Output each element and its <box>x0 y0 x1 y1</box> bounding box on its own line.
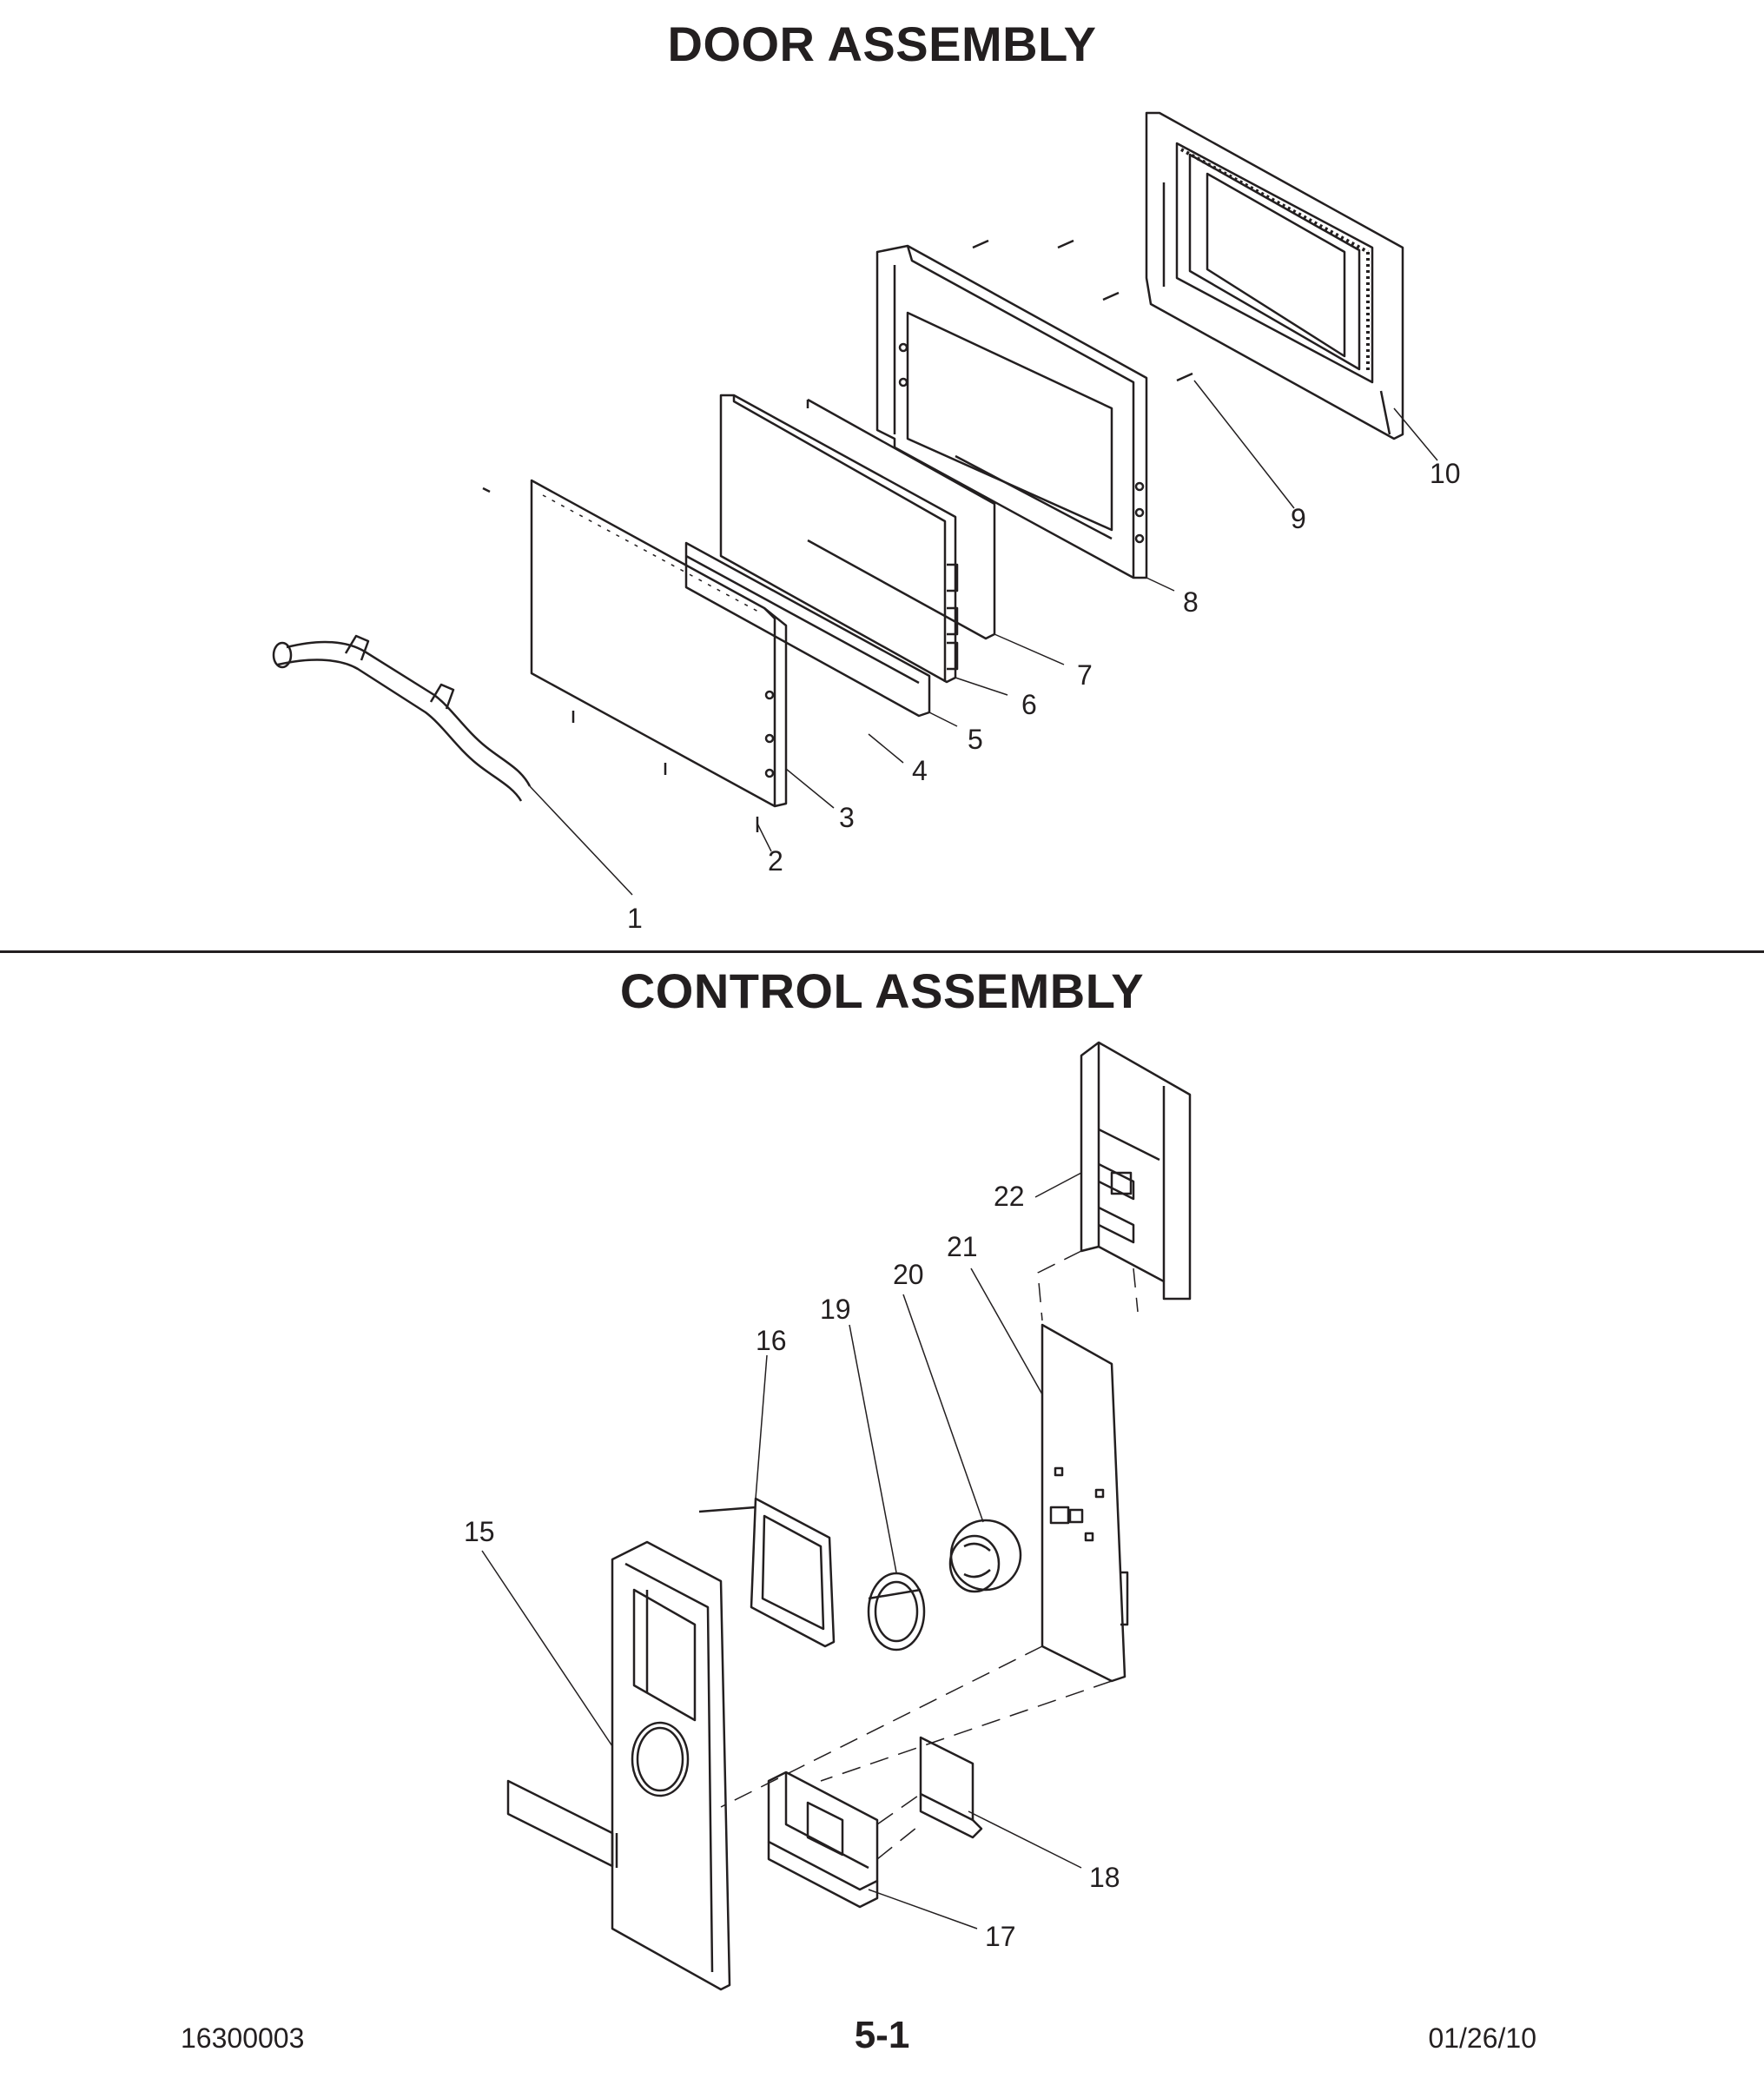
door-callouts: 1 2 3 4 5 6 7 8 9 10 <box>627 458 1461 934</box>
control-part-panel-frame <box>506 1540 731 1991</box>
door-leader-lines <box>529 380 1438 896</box>
footer-part-number: 16300003 <box>181 2022 305 2054</box>
callout-4: 4 <box>912 755 928 786</box>
control-part-knob-ring <box>867 1572 926 1651</box>
control-part-small-board <box>919 1736 983 1839</box>
door-part-screws <box>482 486 759 832</box>
door-part-seal-strip <box>684 541 931 718</box>
door-part-outer-panel <box>530 479 788 808</box>
callout-17: 17 <box>985 1921 1016 1952</box>
callout-3: 3 <box>839 802 855 833</box>
door-part-window-glass <box>806 398 996 640</box>
control-part-knob <box>948 1519 1022 1593</box>
door-part-handle <box>272 634 532 802</box>
callout-2: 2 <box>768 845 783 877</box>
footer-date: 01/26/10 <box>1428 2022 1536 2054</box>
control-part-housing <box>1080 1041 1192 1301</box>
door-part-frame-screws <box>972 239 1193 382</box>
callout-10: 10 <box>1430 458 1461 489</box>
control-assembly-dashes <box>720 1250 1139 1860</box>
control-assembly-title: CONTROL ASSEMBLY <box>619 963 1145 1018</box>
callout-1: 1 <box>627 903 643 934</box>
callout-5: 5 <box>968 724 983 755</box>
callout-22: 22 <box>994 1181 1025 1212</box>
callout-18: 18 <box>1089 1862 1120 1893</box>
callout-16: 16 <box>756 1325 787 1356</box>
control-part-bracket <box>767 1771 879 1909</box>
control-part-circuit-board <box>1041 1323 1129 1683</box>
section-divider <box>0 950 1764 953</box>
callout-19: 19 <box>820 1294 851 1325</box>
callout-15: 15 <box>464 1516 495 1547</box>
control-leader-lines <box>481 1172 1082 1929</box>
callout-8: 8 <box>1183 586 1199 618</box>
control-callouts: 15 16 19 20 21 22 18 17 <box>464 1181 1120 1952</box>
footer-page-number: 5-1 <box>854 2014 910 2056</box>
control-part-display-window <box>698 1497 836 1648</box>
callout-7: 7 <box>1077 659 1093 691</box>
door-part-inner-frame <box>875 244 1148 579</box>
callout-9: 9 <box>1291 503 1306 534</box>
door-part-mesh-plate <box>1145 111 1404 440</box>
callout-6: 6 <box>1021 689 1037 720</box>
door-assembly-title: DOOR ASSEMBLY <box>667 17 1097 71</box>
callout-21: 21 <box>947 1231 978 1262</box>
callout-20: 20 <box>893 1259 924 1290</box>
